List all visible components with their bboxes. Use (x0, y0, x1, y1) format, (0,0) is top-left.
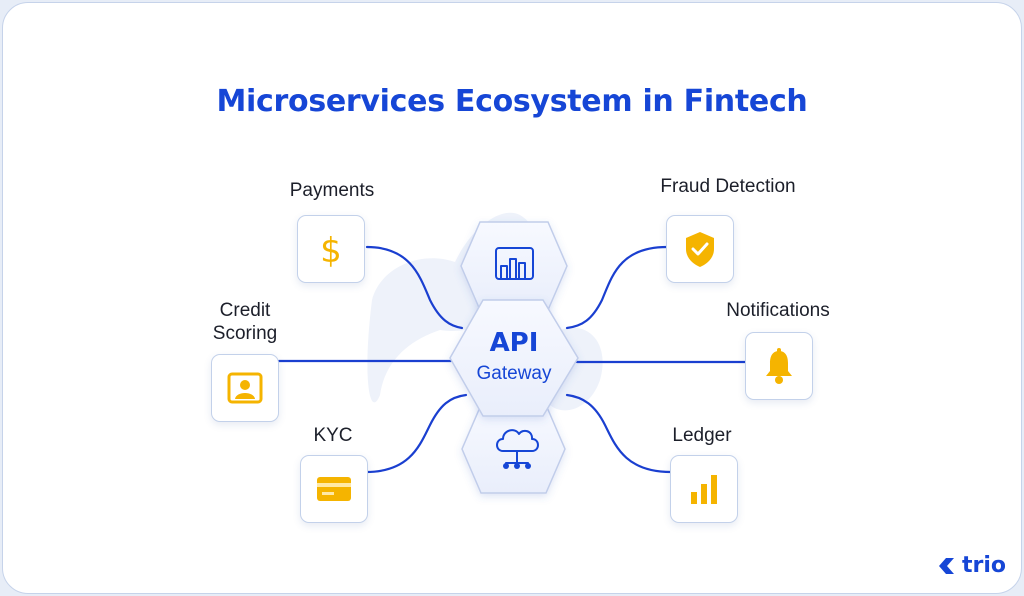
card-icon (317, 477, 351, 501)
bar-chart-icon (691, 475, 717, 504)
credit-scoring-line1: Credit (219, 300, 271, 321)
payments-label: Payments (289, 180, 375, 201)
dashboard-chart-icon (495, 247, 534, 280)
api-gateway-label: API Gateway (450, 328, 578, 386)
ledger-card[interactable] (670, 455, 738, 523)
notifications-label: Notifications (726, 300, 830, 321)
notifications-card[interactable] (745, 332, 813, 400)
connector-fraud-detection (565, 245, 669, 330)
page-title: Microservices Ecosystem in Fintech (216, 84, 808, 119)
shield-check-icon (686, 232, 714, 267)
connector-ledger (565, 393, 673, 474)
id-card-icon (227, 372, 263, 404)
kyc-label: KYC (313, 425, 353, 446)
connector-kyc (364, 393, 468, 474)
hex-top (460, 221, 568, 311)
svg-text:$: $ (320, 231, 342, 269)
trio-logo-text: trio (962, 553, 1007, 578)
hex-bottom (461, 404, 566, 494)
trio-logo-mark-icon (939, 557, 954, 574)
ledger-label: Ledger (672, 425, 732, 446)
payments-card[interactable]: $ (297, 215, 365, 283)
api-gateway-line1: API (489, 328, 539, 358)
connector-payments (365, 245, 464, 330)
credit-scoring-line2: Scoring (212, 323, 278, 344)
dollar-icon: $ (320, 231, 342, 269)
credit-scoring-card[interactable] (211, 354, 279, 422)
hex-api-gateway[interactable] (449, 299, 579, 417)
cloud-network-icon (496, 429, 539, 469)
trio-logo: trio (936, 553, 1006, 578)
credit-scoring-label: Credit Scoring (190, 299, 300, 345)
fraud-detection-label: Fraud Detection (660, 176, 796, 197)
bell-icon (766, 348, 792, 384)
kyc-card[interactable] (300, 455, 368, 523)
connectors (277, 245, 747, 474)
fraud-detection-card[interactable] (666, 215, 734, 283)
api-gateway-line2: Gateway (476, 363, 552, 384)
